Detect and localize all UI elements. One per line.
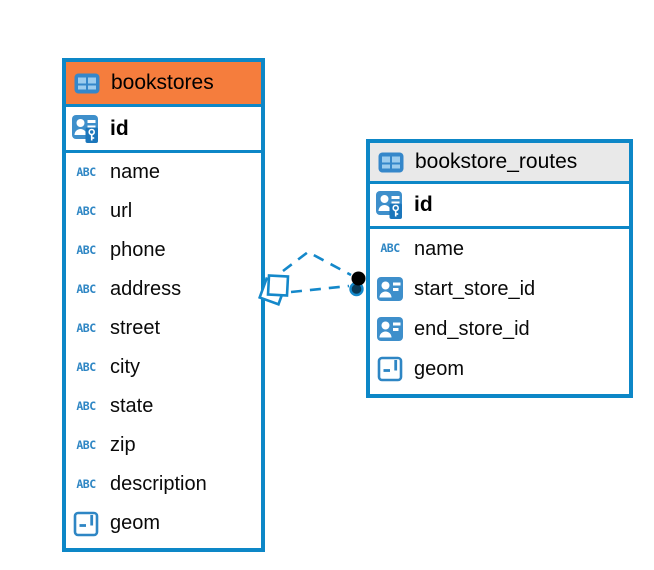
column-label: name: [414, 237, 465, 260]
table-bookstores-header[interactable]: bookstores: [66, 62, 261, 107]
column-row-phone[interactable]: ABC phone: [66, 231, 261, 270]
primary-key-icon: [375, 190, 405, 220]
column-row-name[interactable]: ABC name: [370, 229, 629, 269]
foreign-key-icon: [375, 277, 405, 301]
column-label: url: [110, 200, 133, 222]
relationship-target-marker[interactable]: [349, 271, 366, 297]
text-type-icon: ABC: [76, 398, 96, 413]
column-row-geom[interactable]: geom: [66, 504, 261, 543]
column-row-state[interactable]: ABC state: [66, 387, 261, 426]
column-label: geom: [110, 512, 161, 534]
column-row-start-store-id[interactable]: start_store_id: [370, 269, 629, 309]
table-title: bookstore_routes: [415, 150, 578, 173]
primary-key-icon: [71, 114, 101, 144]
table-icon: [376, 152, 406, 173]
column-label: state: [110, 395, 154, 417]
table-bookstores[interactable]: bookstores id ABC name: [62, 58, 265, 552]
column-label: geom: [414, 357, 465, 380]
text-type-icon: ABC: [76, 476, 96, 491]
table-bookstore-routes-header[interactable]: bookstore_routes: [370, 143, 629, 184]
column-row-url[interactable]: ABC url: [66, 192, 261, 231]
text-type-icon: ABC: [76, 203, 96, 218]
column-label: id: [110, 116, 129, 140]
column-row-name[interactable]: ABC name: [66, 153, 261, 192]
table-bookstore-routes[interactable]: bookstore_routes id ABC name: [366, 139, 633, 398]
column-label: name: [110, 161, 161, 183]
column-label: street: [110, 317, 161, 339]
column-label: zip: [110, 434, 136, 456]
relationship-line-upper[interactable]: [282, 250, 352, 277]
column-row-id[interactable]: id: [370, 184, 629, 229]
column-row-city[interactable]: ABC city: [66, 348, 261, 387]
geometry-type-icon: [71, 511, 101, 537]
column-label: description: [110, 473, 207, 495]
text-type-icon: ABC: [76, 164, 96, 179]
column-row-street[interactable]: ABC street: [66, 309, 261, 348]
text-type-icon: ABC: [76, 281, 96, 296]
text-type-icon: ABC: [76, 359, 96, 374]
column-row-geom[interactable]: geom: [370, 349, 629, 389]
column-row-id[interactable]: id: [66, 107, 261, 153]
column-row-zip[interactable]: ABC zip: [66, 426, 261, 465]
text-type-icon: ABC: [76, 242, 96, 257]
column-label: id: [414, 193, 433, 216]
column-row-address[interactable]: ABC address: [66, 270, 261, 309]
column-row-end-store-id[interactable]: end_store_id: [370, 309, 629, 349]
text-type-icon: ABC: [76, 320, 96, 335]
text-type-icon: ABC: [380, 241, 400, 256]
column-label: city: [110, 356, 140, 378]
relationship-line-lower[interactable]: [290, 284, 350, 294]
table-title: bookstores: [111, 71, 214, 94]
foreign-key-icon: [375, 317, 405, 341]
text-type-icon: ABC: [76, 437, 96, 452]
column-row-description[interactable]: ABC description: [66, 465, 261, 504]
column-label: address: [110, 278, 182, 300]
column-label: end_store_id: [414, 317, 530, 340]
column-label: phone: [110, 239, 166, 261]
column-label: start_store_id: [414, 277, 536, 300]
geometry-type-icon: [375, 356, 405, 382]
table-icon: [72, 73, 102, 94]
